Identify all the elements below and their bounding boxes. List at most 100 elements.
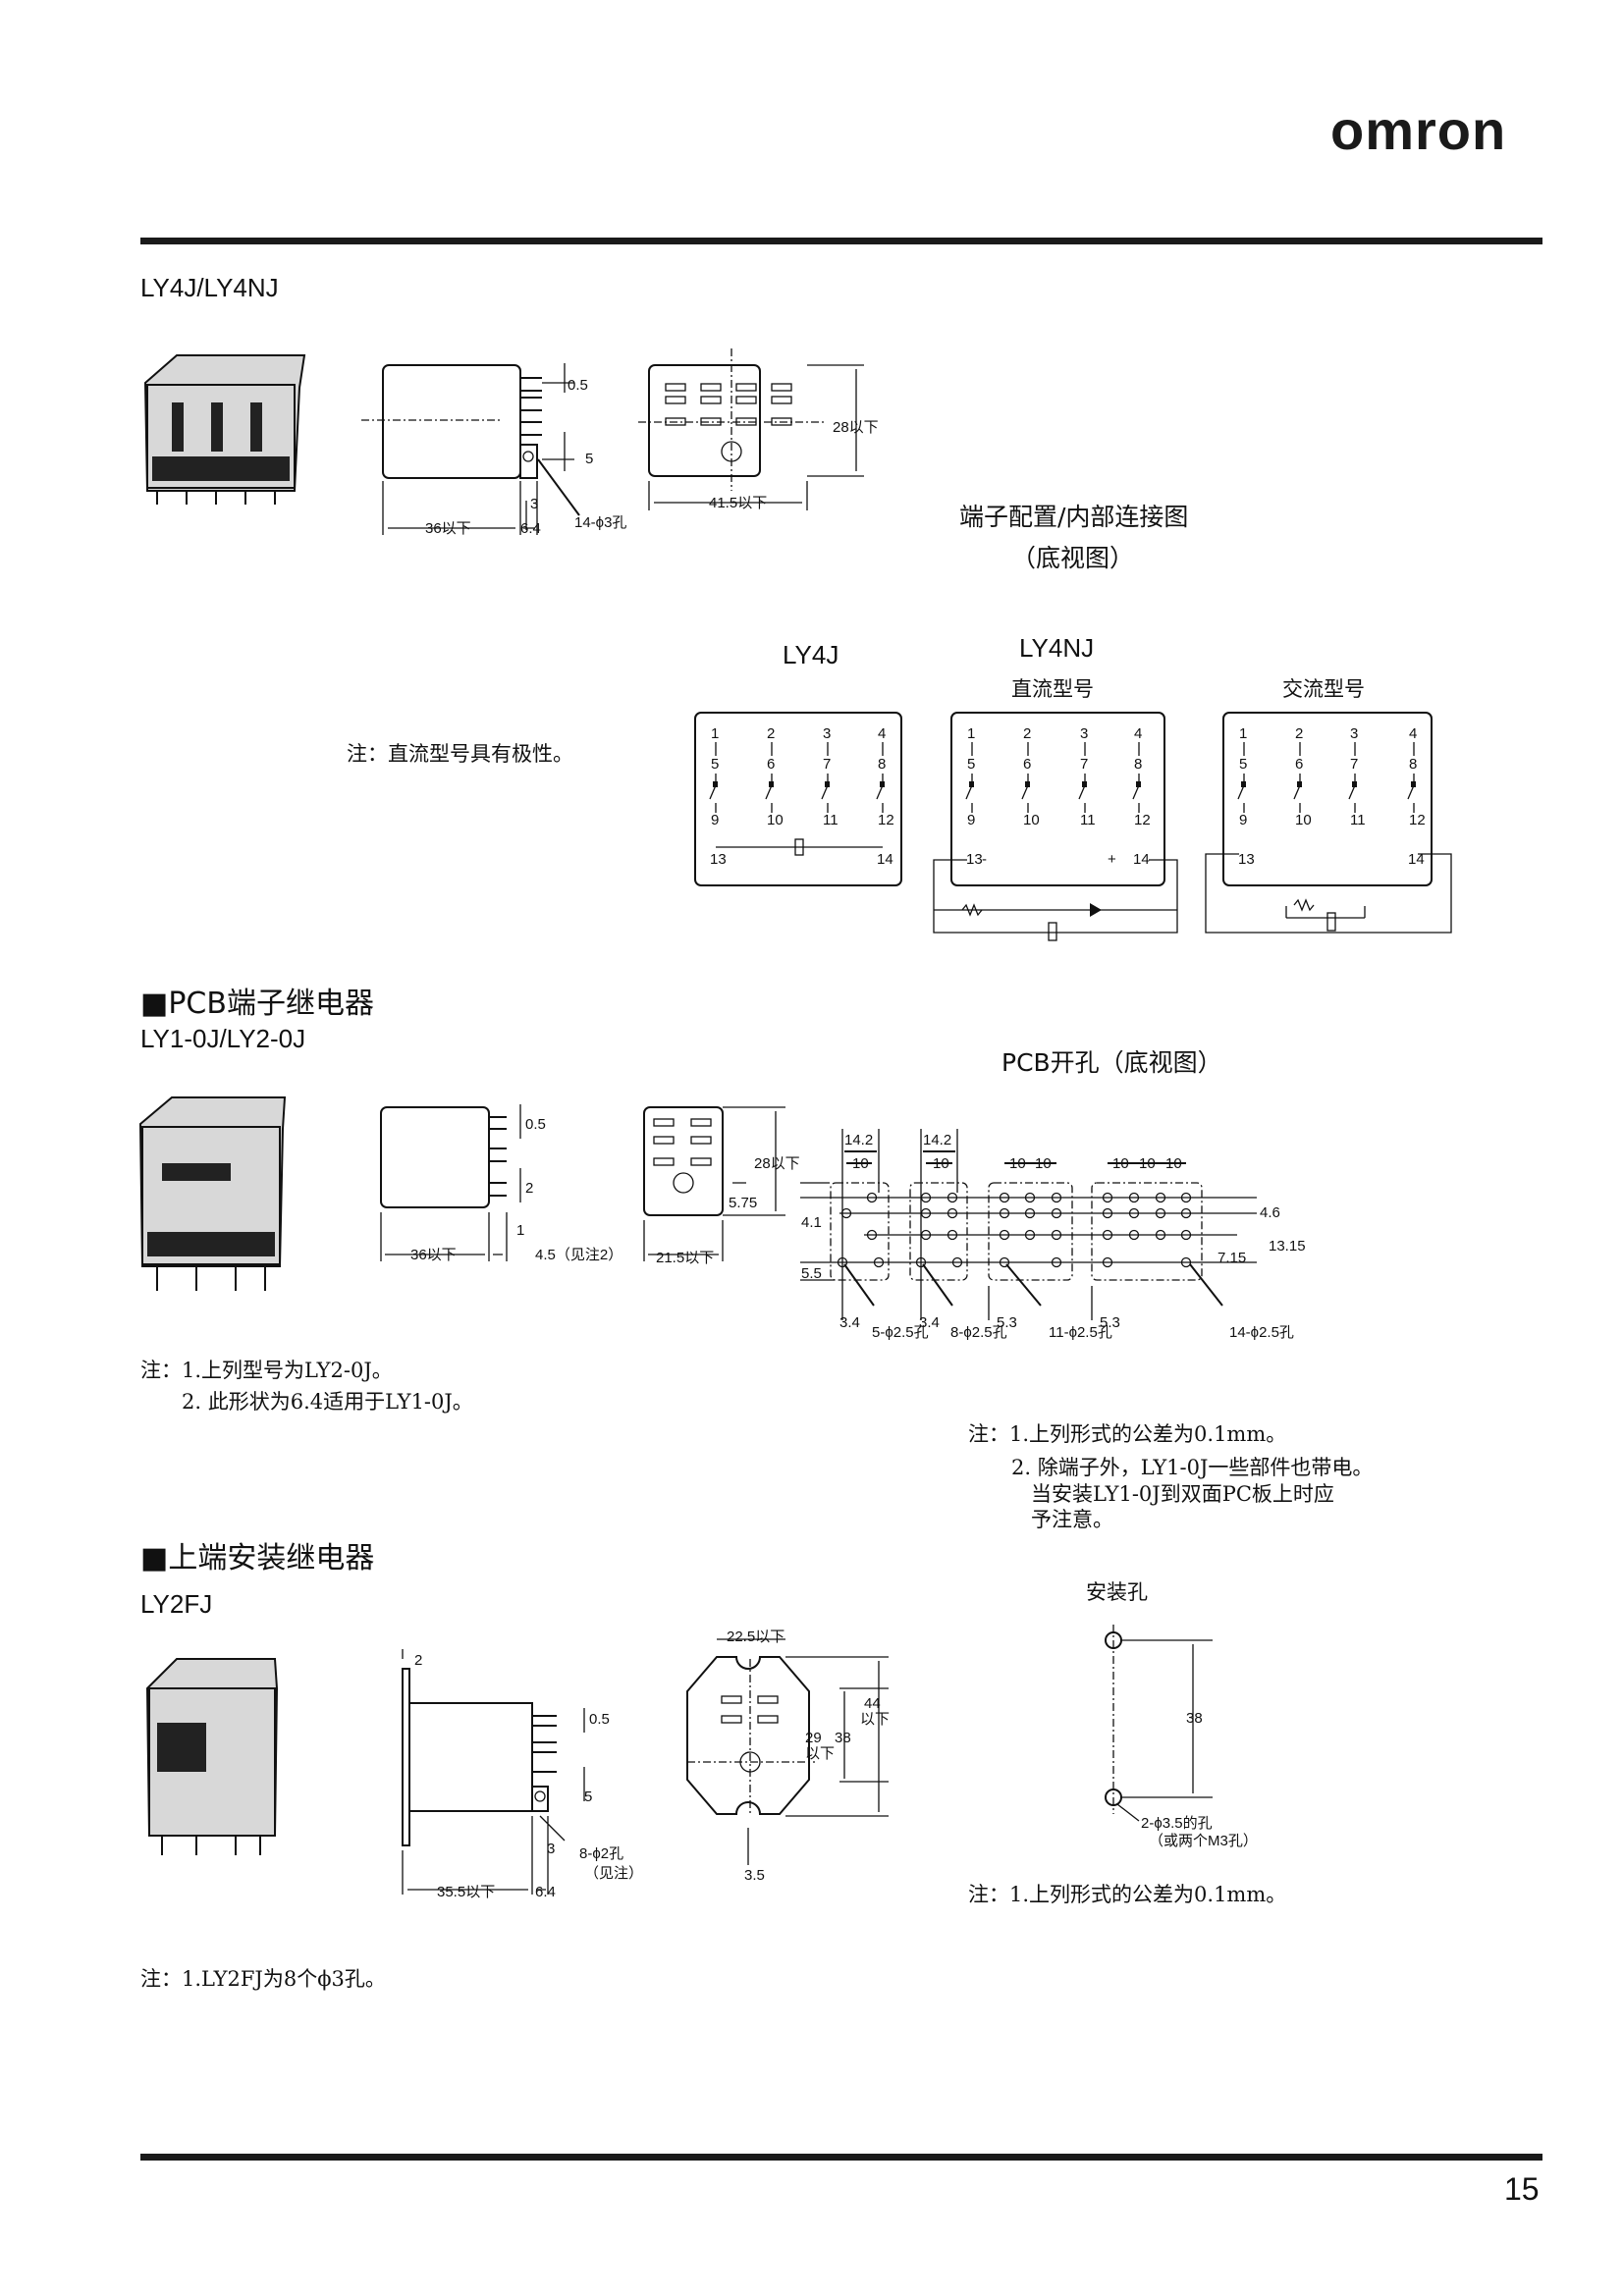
ly2fj-side-view: 2 0.5 5 3 35.5以下 6.4 8-ϕ2孔 （见注） xyxy=(402,1649,643,1900)
terminal-number: 1 xyxy=(967,725,975,742)
terminal-number: 5 xyxy=(967,756,975,773)
contact-symbol xyxy=(1293,742,1301,813)
model-ly2fj: LY2FJ xyxy=(140,1589,213,1619)
ac-coil-circuit xyxy=(1205,853,1452,934)
contact-symbol xyxy=(1348,742,1356,813)
ly4j-side-view: 0.5 5 3 36以下 6.4 14-ϕ3孔 xyxy=(361,363,626,537)
terminal-slot xyxy=(735,383,757,392)
terminal-box xyxy=(694,712,902,886)
dim-body-len: 36以下 xyxy=(425,520,471,537)
pcb-hole xyxy=(1102,1207,1113,1219)
terminal-title: 端子配置/内部连接图 xyxy=(959,503,1189,531)
contact-mark xyxy=(1241,781,1246,787)
terminal-number: 13 xyxy=(966,851,983,868)
contact-mark xyxy=(1297,781,1302,787)
dim-pitch-3: 10 xyxy=(1009,1155,1026,1172)
dim-h-total: 44 xyxy=(864,1695,881,1712)
terminal-number: 14 xyxy=(877,851,893,868)
dc-coil-circuit: - + xyxy=(933,851,1178,941)
pcb-hole xyxy=(1155,1192,1166,1203)
pcb-hole xyxy=(947,1207,958,1219)
label-ac: 交流型号 xyxy=(1282,677,1365,701)
contact-symbol xyxy=(1237,742,1245,813)
pcb-hole xyxy=(999,1192,1010,1203)
pcb-hole-title: PCB开孔（底视图） xyxy=(1001,1048,1222,1077)
dim-pin-len-fj: 6.4 xyxy=(535,1884,556,1900)
terminal-number: 9 xyxy=(967,812,975,828)
terminal-number: 14 xyxy=(1408,851,1425,868)
pcb-hole xyxy=(947,1229,958,1241)
dim-o4: 5.3 xyxy=(1100,1314,1120,1331)
dim-slot: 3.5 xyxy=(744,1867,765,1884)
terminal-box xyxy=(950,712,1165,886)
terminal-slot xyxy=(771,396,792,404)
pcb-hole xyxy=(1024,1207,1036,1219)
mount-title: 安装孔 xyxy=(1086,1580,1148,1604)
pcb-hole xyxy=(1180,1207,1192,1219)
note-pcb-1: 注：1.上列型号为LY2-0J。 xyxy=(140,1359,393,1382)
dim-mount-alt: （或两个M3孔） xyxy=(1149,1833,1258,1849)
pcb-hole xyxy=(1051,1207,1062,1219)
pcb-hole xyxy=(873,1256,885,1268)
dim-pitch-5: 10 xyxy=(1112,1155,1129,1172)
dim-r2: 13.15 xyxy=(1269,1238,1306,1255)
dim-width-fj: 22.5以下 xyxy=(727,1629,784,1645)
pcb-hole xyxy=(999,1229,1010,1241)
ly2fj-relay-photo xyxy=(145,1658,279,1855)
contact-mark xyxy=(1352,781,1357,787)
contact-mark xyxy=(1411,781,1416,787)
terminal-number: 10 xyxy=(1295,812,1312,828)
terminal-slot xyxy=(665,383,686,392)
pcb-hole xyxy=(1180,1256,1192,1268)
terminal-slot xyxy=(735,396,757,404)
pcb-hole xyxy=(999,1256,1010,1268)
dim-pin-offset-pcb: 1 xyxy=(516,1222,524,1239)
pcb-hole xyxy=(1051,1192,1062,1203)
dim-o2: 3.4 xyxy=(919,1314,940,1331)
ly2fj-front-view: 22.5以下 44 以下 29 38 以下 3.5 xyxy=(686,1629,890,1884)
dim-body-len-fj: 35.5以下 xyxy=(437,1884,495,1900)
contact-mark xyxy=(1136,781,1141,787)
terminal-slot xyxy=(771,383,792,392)
pcb-hole xyxy=(920,1207,932,1219)
polarity-minus: - xyxy=(982,851,987,868)
dim-body-len-pcb: 36以下 xyxy=(410,1247,457,1263)
bottom-rule xyxy=(140,2154,1542,2161)
label-h1: 5-ϕ2.5孔 xyxy=(872,1324,929,1341)
label-dc: 直流型号 xyxy=(1011,677,1094,701)
dim-w1: 14.2 xyxy=(844,1132,873,1148)
pcb-hole xyxy=(1128,1229,1140,1241)
dim-holes-note: （见注） xyxy=(584,1865,643,1882)
pcb-hole xyxy=(1155,1229,1166,1241)
contact-mark xyxy=(769,781,774,787)
terminal-number: 10 xyxy=(767,812,784,828)
heading-pcb: ■PCB端子继电器 xyxy=(140,987,374,1021)
note-pcb-r2: 2. 除端子外，LY1-0J一些部件也带电。 xyxy=(1011,1456,1374,1479)
dim-pin-len-pcb: 4.5（见注2） xyxy=(535,1247,622,1263)
terminal-number: 12 xyxy=(1409,812,1426,828)
pcb-hole xyxy=(1051,1256,1062,1268)
contact-symbol xyxy=(876,742,884,813)
dim-pitch-2: 10 xyxy=(933,1155,949,1172)
terminal-number: 4 xyxy=(1134,725,1142,742)
contact-symbol xyxy=(1407,742,1415,813)
omron-logo: omron xyxy=(1330,99,1507,161)
contact-mark xyxy=(1082,781,1087,787)
dim-pin-offset: 3 xyxy=(530,496,538,512)
contact-symbol xyxy=(765,742,773,813)
terminal-number: 5 xyxy=(1239,756,1247,773)
dim-pin-pitch-fj: 0.5 xyxy=(589,1711,610,1728)
terminal-number: 13 xyxy=(710,851,727,868)
dim-h-total-suffix: 以下 xyxy=(860,1711,890,1728)
pcb-hole xyxy=(999,1207,1010,1219)
terminal-number: 2 xyxy=(767,725,775,742)
terminal-number: 8 xyxy=(878,756,886,773)
dim-holes-fj: 8-ϕ2孔 xyxy=(579,1845,623,1862)
contact-mark xyxy=(825,781,830,787)
pcb-hole xyxy=(920,1229,932,1241)
terminal-number: 11 xyxy=(1080,812,1096,828)
ly2-0j-bottom-view: 28以下 5.75 21.5以下 xyxy=(643,1106,800,1266)
dim-pitch-6: 10 xyxy=(1139,1155,1156,1172)
